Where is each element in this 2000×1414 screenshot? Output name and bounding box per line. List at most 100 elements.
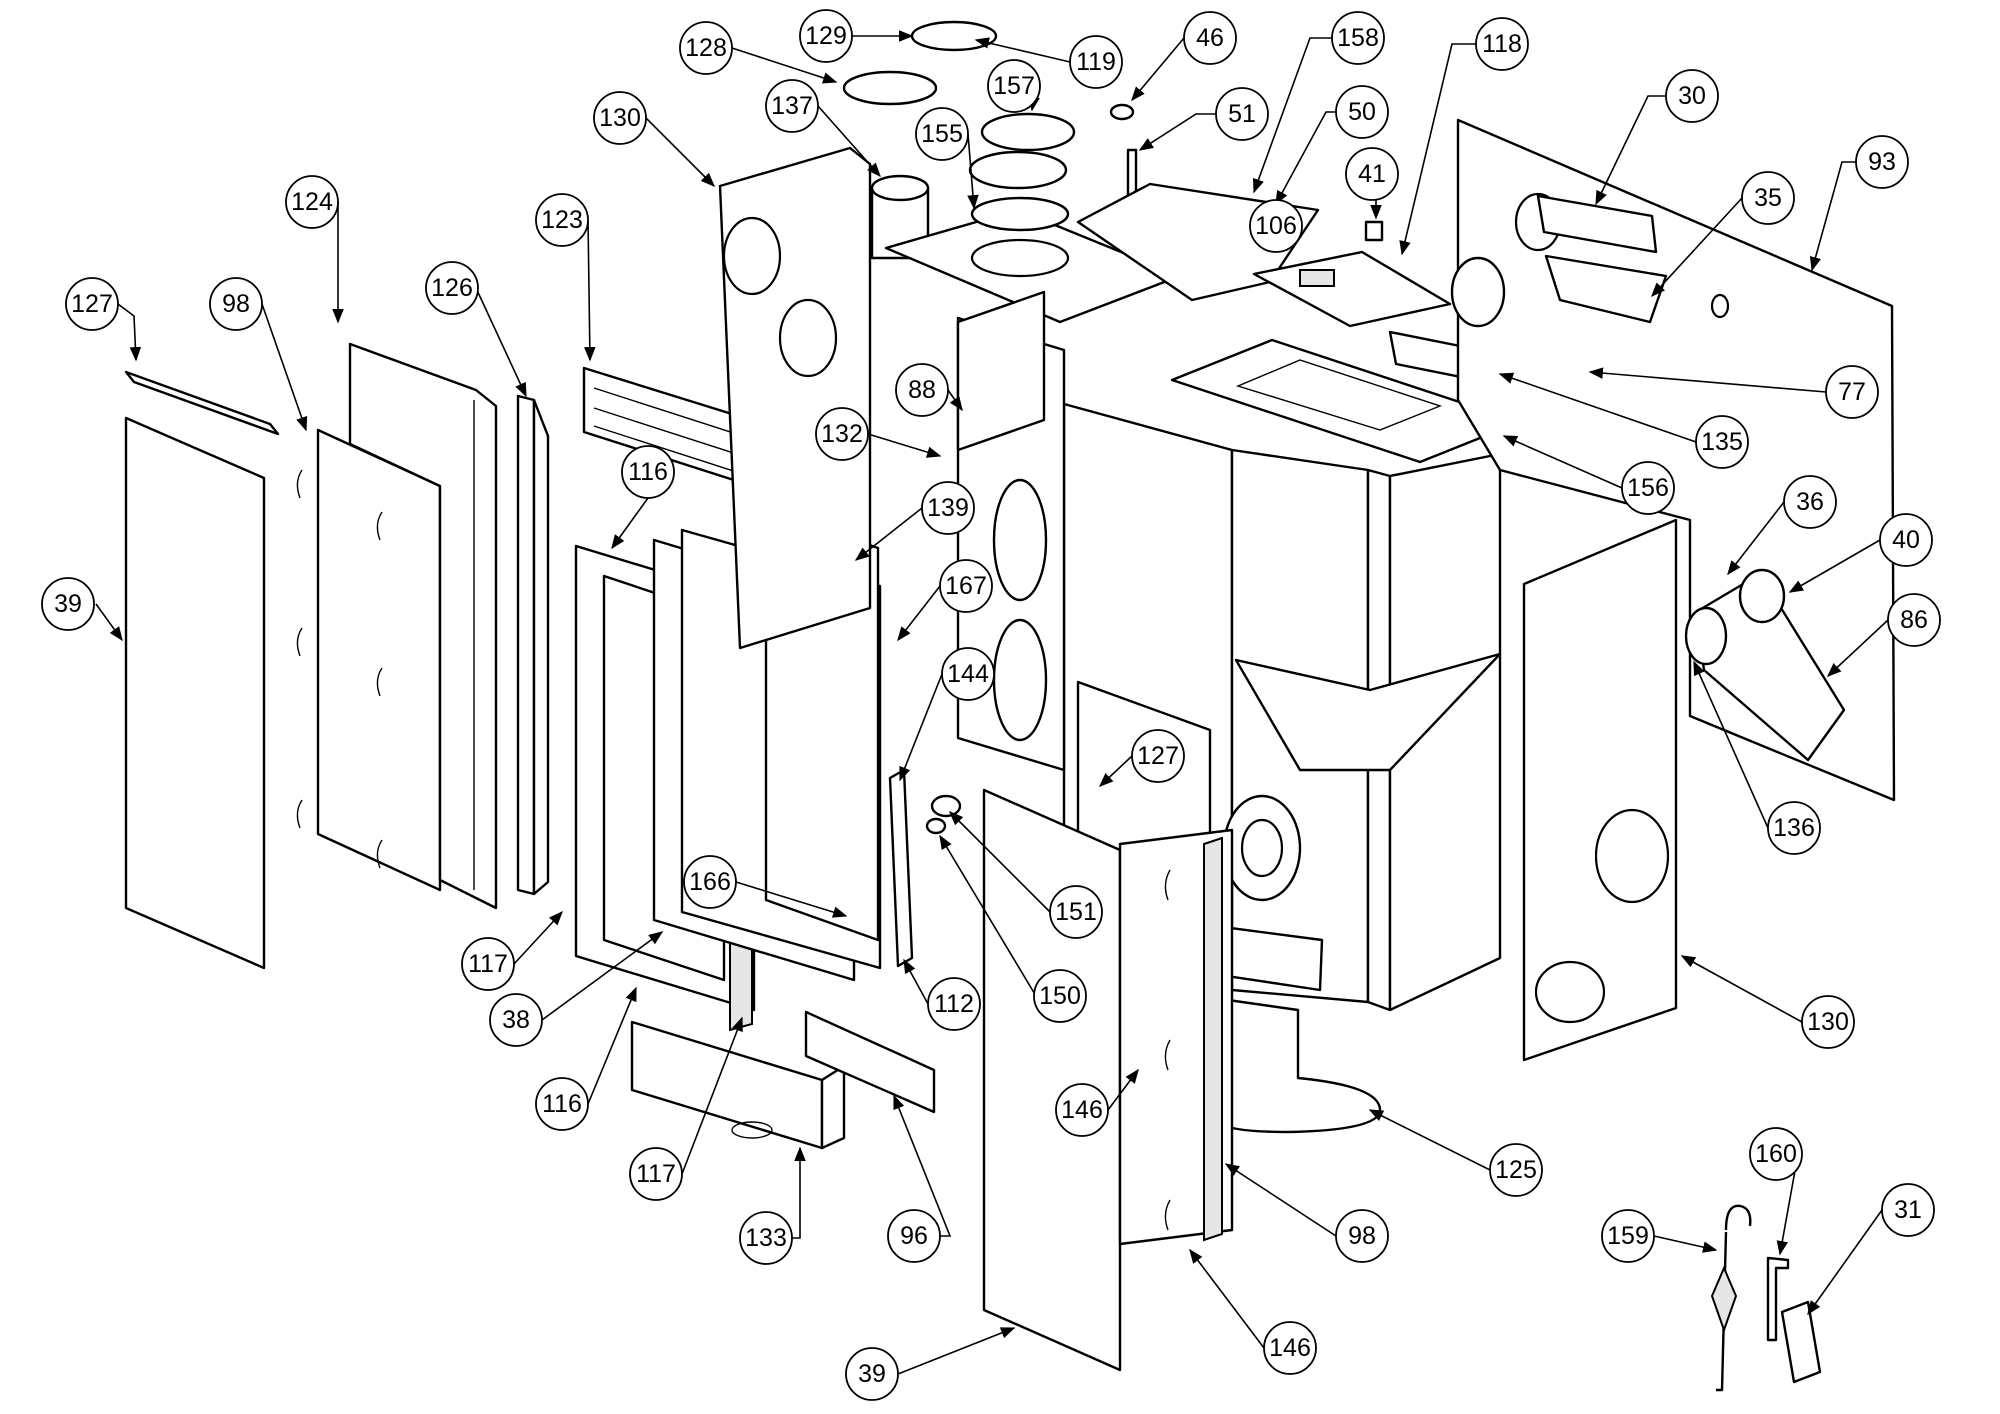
hook-spring <box>1710 1265 1738 1334</box>
callout-circle <box>1335 1209 1389 1263</box>
part-callout-166: 166 <box>683 855 737 909</box>
part-callout-86: 86 <box>1887 593 1941 647</box>
part-number-label: 159 <box>1607 1222 1649 1250</box>
callout-circle <box>927 977 981 1031</box>
leader-line-117 <box>681 1016 743 1175</box>
part-number-label: 146 <box>1269 1334 1311 1362</box>
callout-circle <box>535 193 589 247</box>
part-callout-151: 151 <box>1049 885 1103 939</box>
part-callout-46: 46 <box>1183 11 1237 65</box>
callout-circle <box>1055 1083 1109 1137</box>
callout-circle <box>739 1211 793 1265</box>
left-glass-side-panel <box>124 416 266 970</box>
part-callout-133: 133 <box>739 1211 793 1265</box>
part-callout-41: 41 <box>1345 147 1399 201</box>
callout-circle <box>1069 35 1123 89</box>
part-number-label: 98 <box>222 290 250 318</box>
part-number-label: 30 <box>1678 82 1706 110</box>
callout-circle <box>1741 171 1795 225</box>
inner-side-frame <box>348 342 498 910</box>
callout-circle <box>41 577 95 631</box>
part-number-label: 158 <box>1337 24 1379 52</box>
bottom-bracket <box>804 1010 936 1114</box>
part-number-label: 88 <box>908 376 936 404</box>
callout-circle <box>1601 1209 1655 1263</box>
part-callout-146: 146 <box>1055 1083 1109 1137</box>
part-number-label: 98 <box>1348 1222 1376 1250</box>
part-callout-93: 93 <box>1855 135 1909 189</box>
leader-line-39 <box>897 1327 1016 1375</box>
part-callout-36: 36 <box>1783 475 1837 529</box>
leader-line-96 <box>893 1094 952 1237</box>
leader-line-39 <box>95 603 123 642</box>
part-number-label: 123 <box>541 206 583 234</box>
part-number-label: 129 <box>805 22 847 50</box>
part-callout-77: 77 <box>1825 365 1879 419</box>
flue-ring-129 <box>910 20 998 52</box>
part-callout-150: 150 <box>1033 969 1087 1023</box>
leader-line-127 <box>1098 755 1133 787</box>
callout-circle <box>1881 1183 1935 1237</box>
part-callout-126: 126 <box>425 261 479 315</box>
callout-circle <box>1879 513 1933 567</box>
callout-circle <box>987 59 1041 113</box>
bracket-41 <box>1364 220 1384 242</box>
stove-parts-drawing <box>124 20 1896 1392</box>
part-number-label: 39 <box>858 1360 886 1388</box>
leader-line-139 <box>854 507 923 561</box>
part-number-label: 136 <box>1773 814 1815 842</box>
leader-line-137 <box>817 105 881 178</box>
part-number-label: 126 <box>431 274 473 302</box>
plinth-side <box>820 1064 846 1150</box>
knob-150 <box>925 817 947 835</box>
right-panel-hole <box>1594 808 1670 904</box>
remote-control-31 <box>1780 1300 1822 1384</box>
duct-flange-40 <box>1738 568 1786 624</box>
part-number-label: 112 <box>934 990 974 1018</box>
callout-circle <box>887 1209 941 1263</box>
callout-circle <box>425 261 479 315</box>
leader-line-158 <box>1253 37 1332 194</box>
part-callout-39: 39 <box>845 1347 899 1401</box>
leader-line-38 <box>541 931 664 1021</box>
part-number-label: 38 <box>502 1006 530 1034</box>
part-number-label: 151 <box>1055 898 1097 926</box>
leader-line-50 <box>1275 111 1336 206</box>
flue-disc-157-top <box>980 112 1076 152</box>
callout-circle <box>895 363 949 417</box>
part-callout-136: 136 <box>1767 801 1821 855</box>
part-callout-130: 130 <box>1801 995 1855 1049</box>
part-number-label: 130 <box>599 104 641 132</box>
callout-circle <box>489 993 543 1047</box>
part-callout-139: 139 <box>921 481 975 535</box>
part-callout-156: 156 <box>1621 461 1675 515</box>
callout-circle <box>1695 415 1749 469</box>
part-callout-158: 158 <box>1331 11 1385 65</box>
callout-circle <box>1783 475 1837 529</box>
part-callout-30: 30 <box>1665 69 1719 123</box>
callout-circle <box>1249 199 1303 253</box>
top-trim-strip <box>124 370 280 436</box>
callout-circle <box>1263 1321 1317 1375</box>
leader-line-130 <box>645 117 716 188</box>
leader-line-112 <box>903 958 929 1005</box>
part-number-label: 132 <box>821 420 863 448</box>
part-number-label: 118 <box>1482 30 1522 58</box>
part-number-label: 137 <box>771 92 813 120</box>
flue-disc-157 <box>968 150 1068 190</box>
part-number-label: 156 <box>1627 474 1669 502</box>
leader-line-98 <box>261 303 308 432</box>
part-number-label: 116 <box>628 458 668 486</box>
part-number-label: 125 <box>1495 1156 1537 1184</box>
part-number-label: 36 <box>1796 488 1824 516</box>
right-side-panel <box>1522 518 1678 1062</box>
leader-line-93 <box>1809 161 1856 272</box>
part-number-label: 144 <box>947 660 989 688</box>
callout-circle <box>683 855 737 909</box>
part-number-label: 96 <box>900 1222 928 1250</box>
callout-circle <box>1033 969 1087 1023</box>
callout-circle <box>1183 11 1237 65</box>
leader-line-136 <box>1693 660 1769 829</box>
part-number-label: 31 <box>1894 1196 1922 1224</box>
leader-line-159 <box>1653 1235 1718 1253</box>
